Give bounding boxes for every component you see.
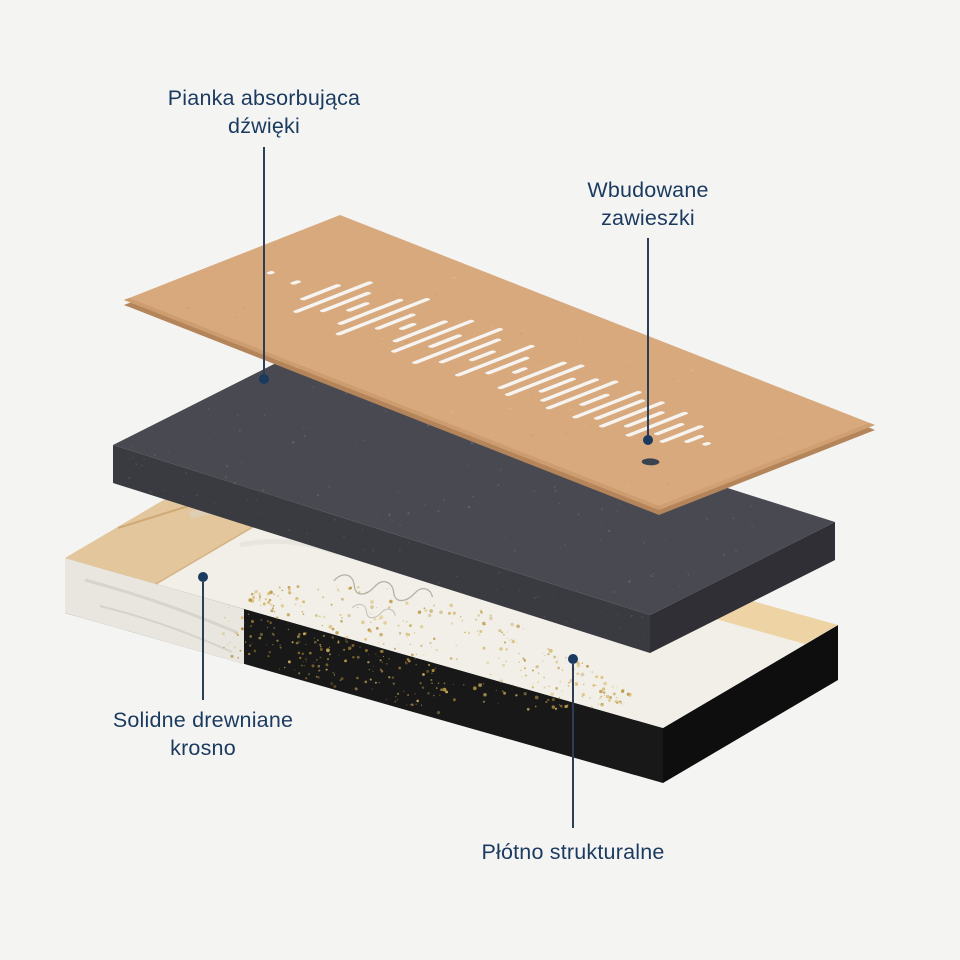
- label-foam-line2: dźwięki: [228, 114, 300, 138]
- canvas-side-marble-streak-2: [99, 605, 233, 653]
- label-stretcher: Solidne drewniane krosno: [53, 706, 353, 762]
- canvas-side-wrap-white: [65, 558, 244, 664]
- foam-side-right-face: [650, 522, 835, 653]
- label-hangers-line2: zawieszki: [601, 206, 695, 230]
- label-stretcher-line2: krosno: [170, 736, 236, 760]
- label-hangers-line1: Wbudowane: [587, 178, 709, 202]
- acoustic-foam-layer: [113, 352, 835, 653]
- board-surface: [123, 215, 875, 511]
- label-canvas: Płótno strukturalne: [423, 838, 723, 866]
- canvas-scribble-2: [351, 603, 396, 619]
- leader-dot-foam: [259, 374, 269, 384]
- canvas-side-marble-streak-1: [84, 578, 237, 634]
- label-stretcher-line1: Solidne drewniane: [112, 708, 294, 732]
- hanger-dot: [641, 458, 660, 466]
- foam-side-speckles: [128, 456, 646, 637]
- leader-dot-canvas: [568, 654, 578, 664]
- board-edge-shade-bottom: [123, 297, 665, 511]
- foam-side-left-face: [113, 445, 650, 653]
- leader-line-foam: [263, 147, 265, 376]
- leader-dot-hangers: [643, 435, 653, 445]
- label-canvas-line1: Płótno strukturalne: [481, 840, 665, 864]
- leader-line-canvas: [572, 664, 574, 828]
- canvas-side-right-face: [663, 625, 838, 783]
- board-edge-shade-right: [653, 422, 875, 511]
- leader-dot-stretcher: [198, 572, 208, 582]
- label-foam-line1: Pianka absorbująca: [167, 86, 361, 110]
- label-foam: Pianka absorbująca dźwięki: [114, 84, 414, 140]
- soundwave-slots: [266, 271, 712, 446]
- leader-line-hangers: [647, 238, 649, 436]
- label-hangers: Wbudowane zawieszki: [498, 176, 798, 232]
- gold-side-speckles: [221, 606, 441, 715]
- perforated-board-layer: [123, 215, 875, 515]
- canvas-scribble-1: [333, 574, 434, 602]
- foam-top-face: [113, 352, 835, 615]
- leader-line-stretcher: [202, 582, 204, 700]
- gold-band-speckles: [248, 585, 632, 711]
- board-top-face: [123, 215, 875, 511]
